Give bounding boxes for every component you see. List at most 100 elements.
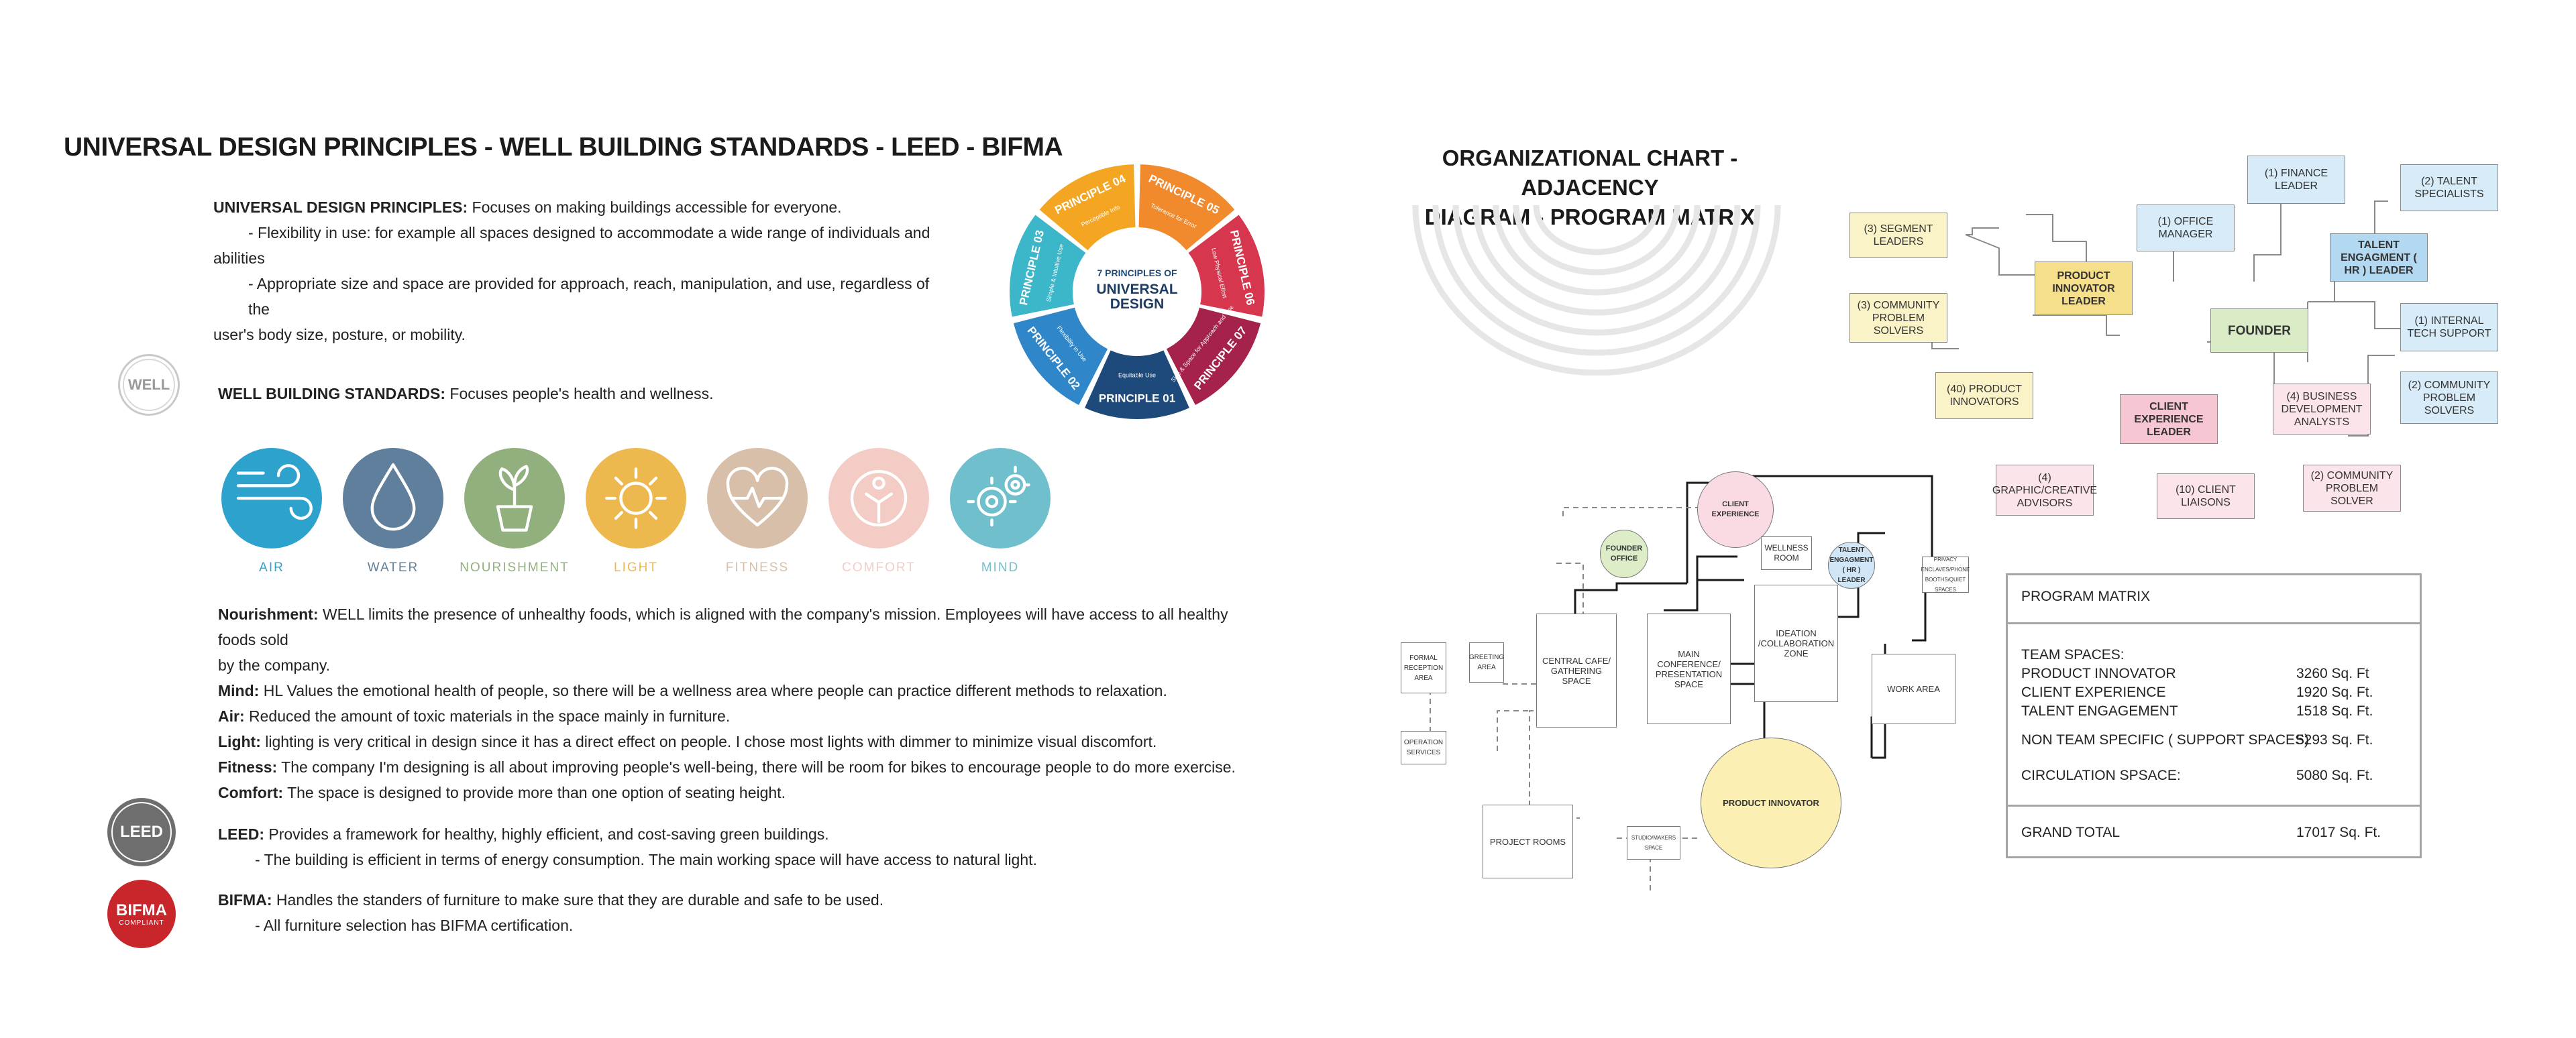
detail-label: Comfort:: [218, 784, 284, 801]
matrix-team-spaces: TEAM SPACES:: [2021, 647, 2125, 662]
org-product-innovators: (40) PRODUCT INNOVATORS: [1935, 372, 2033, 419]
matrix-grand-total-name: GRAND TOTAL: [2021, 825, 2121, 840]
adj-work-area: WORK AREA: [1872, 654, 1955, 724]
matrix-grand-total-value: 17017 Sq. Ft.: [2296, 825, 2381, 840]
well-logo: WELL: [118, 354, 180, 416]
water-concept-label: WATER: [367, 561, 419, 575]
detail-label: Light:: [218, 733, 261, 750]
well-label: WELL BUILDING STANDARDS:: [218, 385, 446, 402]
adj-product-innovator: PRODUCT INNOVATOR: [1701, 738, 1841, 868]
nourishment-concept-label: NOURISHMENT: [460, 561, 570, 575]
detail-label: Mind:: [218, 682, 260, 699]
well-details: Nourishment: WELL limits the presence of…: [218, 601, 1265, 805]
left-title: UNIVERSAL DESIGN PRINCIPLES - WELL BUILD…: [64, 133, 1063, 162]
universal-line2: - Flexibility in use: for example all sp…: [248, 224, 930, 241]
detail-line: by the company.: [218, 652, 1265, 678]
org-talent-leader: TALENT ENGAGMENT ( HR ) LEADER: [2330, 233, 2428, 282]
org-talent-specialists: (2) TALENT SPECIALISTS: [2400, 164, 2498, 211]
leed-logo-text: LEED: [111, 802, 172, 862]
wheel-segment: [1188, 215, 1265, 317]
matrix-title: PROGRAM MATRIX: [2021, 589, 2151, 604]
org-business-analysts: (4) BUSINESS DEVELOPMENT ANALYSTS: [2273, 384, 2371, 435]
adj-wellness-room: WELLNESS ROOM: [1761, 536, 1812, 570]
adj-main-conference: MAIN CONFERENCE/ PRESENTATION SPACE: [1647, 614, 1731, 724]
org-graphic-advisors: (4) GRAPHIC/CREATIVE ADVISORS: [1992, 465, 2097, 516]
detail-text: lighting is very critical in design sinc…: [260, 733, 1157, 750]
wheel-segment: [1013, 307, 1108, 405]
wheel-segment-sub: Equitable Use: [1118, 371, 1156, 378]
detail-line: Comfort: The space is designed to provid…: [218, 780, 1265, 805]
universal-paragraph: UNIVERSAL DESIGN PRINCIPLES: Focuses on …: [213, 194, 931, 347]
org-community-solver: (2) COMMUNITY PROBLEM SOLVER: [2303, 465, 2401, 512]
bifma-paragraph: BIFMA: Handles the standers of furniture…: [218, 887, 1157, 938]
program-matrix: PROGRAM MATRIX TEAM SPACES: PRODUCT INNO…: [2006, 573, 2422, 858]
air-concept-label: AIR: [259, 561, 284, 575]
adj-client-experience: CLIENT EXPERIENCE: [1697, 471, 1774, 548]
matrix-divider-top: [2008, 622, 2420, 624]
bifma-text: Handles the standers of furniture to mak…: [272, 891, 884, 909]
matrix-non-team-value: 5293 Sq. Ft.: [2296, 732, 2373, 748]
wheel-segment: [1039, 164, 1136, 251]
bifma-logo: BIFMA COMPLIANT: [107, 880, 176, 948]
wheel-center-line3: DESIGN: [1110, 296, 1165, 312]
right-title: ORGANIZATIONAL CHART - ADJACENCY DIAGRAM…: [1399, 143, 1781, 232]
universal-line4: - Appropriate size and space are provide…: [248, 275, 930, 318]
detail-line: Air: Reduced the amount of toxic materia…: [218, 703, 1265, 729]
mind-concept-label: MIND: [981, 561, 1020, 575]
wheel-center: [1075, 230, 1199, 353]
wheel-center-line2: UNIVERSAL: [1096, 282, 1178, 297]
adj-founder-office: FOUNDER OFFICE: [1600, 530, 1648, 578]
gears-icon: [967, 465, 1030, 527]
universal-label: UNIVERSAL DESIGN PRINCIPLES:: [213, 198, 468, 216]
matrix-row-value: 1518 Sq. Ft.: [2296, 703, 2373, 719]
fitness-concept-label: FITNESS: [725, 561, 790, 575]
org-office-manager: (1) OFFICE MANAGER: [2137, 205, 2235, 251]
adj-operation-services: OPERATION SERVICES: [1401, 731, 1446, 764]
leed-label: LEED:: [218, 825, 264, 843]
wheel-segment: [1138, 164, 1235, 251]
detail-line: Fitness: The company I'm designing is al…: [218, 754, 1265, 780]
light-concept-label: LIGHT: [614, 561, 658, 575]
detail-text: by the company.: [218, 656, 331, 674]
plant-icon: [496, 465, 533, 532]
adj-greeting-area: GREETING AREA: [1469, 642, 1504, 683]
leed-line2: - The building is efficient in terms of …: [255, 851, 1037, 868]
comfort-concept-label: COMFORT: [842, 561, 916, 575]
detail-text: WELL limits the presence of unhealthy fo…: [218, 606, 1228, 648]
person-icon: [850, 469, 908, 527]
detail-text: The space is designed to provide more th…: [283, 784, 786, 801]
bifma-label: BIFMA:: [218, 891, 272, 909]
org-product-innovator-leader: PRODUCT INNOVATOR LEADER: [2035, 262, 2133, 315]
right-title-line1: ORGANIZATIONAL CHART - ADJACENCY: [1442, 146, 1738, 200]
well-paragraph: WELL BUILDING STANDARDS: Focuses people'…: [218, 381, 713, 406]
matrix-row-value: 1920 Sq. Ft.: [2296, 685, 2373, 700]
detail-line: Nourishment: WELL limits the presence of…: [218, 601, 1265, 652]
org-segment-leaders: (3) SEGMENT LEADERS: [1849, 213, 1947, 258]
leed-text: Provides a framework for healthy, highly…: [264, 825, 829, 843]
matrix-row-name: CLIENT EXPERIENCE: [2021, 685, 2166, 700]
wheel-segment: [1085, 350, 1189, 419]
matrix-circulation-value: 5080 Sq. Ft.: [2296, 768, 2373, 783]
detail-line: Light: lighting is very critical in desi…: [218, 729, 1265, 754]
water-concept-circle: [343, 448, 443, 549]
wheel-segment-label: PRINCIPLE 01: [1099, 392, 1175, 404]
well-logo-text: WELL: [123, 359, 175, 411]
bifma-logo-text: BIFMA: [116, 901, 167, 919]
org-founder: FOUNDER: [2210, 308, 2308, 353]
light-concept-circle: [586, 448, 686, 549]
detail-text: Reduced the amount of toxic materials in…: [244, 707, 731, 725]
leed-paragraph: LEED: Provides a framework for healthy, …: [218, 821, 1157, 872]
detail-label: Fitness:: [218, 758, 278, 776]
heartbeat-icon: [726, 467, 789, 527]
comfort-concept-circle: [828, 448, 929, 549]
detail-text: The company I'm designing is all about i…: [277, 758, 1236, 776]
wind-icon: [236, 464, 313, 520]
detail-line: Mind: HL Values the emotional health of …: [218, 678, 1265, 703]
fitness-concept-circle: [707, 448, 808, 549]
universal-line5: user's body size, posture, or mobility.: [213, 326, 466, 343]
sun-icon: [605, 467, 667, 529]
org-community-solvers-right: (2) COMMUNITY PROBLEM SOLVERS: [2400, 371, 2498, 424]
adj-project-rooms: PROJECT ROOMS: [1483, 805, 1573, 878]
org-internal-tech: (1) INTERNAL TECH SUPPORT: [2400, 303, 2498, 351]
